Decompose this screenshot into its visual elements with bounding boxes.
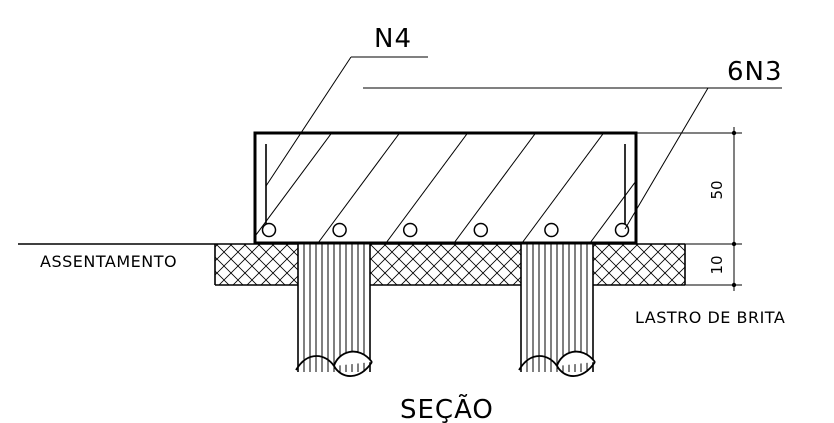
rebar-circle	[261, 222, 277, 238]
longitudinal-bars	[261, 222, 630, 238]
hatch-line	[317, 133, 401, 243]
leader-6n3	[363, 87, 782, 230]
hatch-line	[589, 180, 636, 243]
hatch-line	[453, 133, 537, 243]
dimension-lines	[636, 127, 742, 291]
label-n4: N4	[374, 24, 412, 54]
rebar-circle	[544, 222, 559, 238]
label-6n3: 6N3	[727, 57, 783, 87]
rebar-circle	[332, 222, 347, 238]
beam-hatch	[255, 88, 834, 243]
leader-n4	[265, 56, 428, 187]
rebar-circle	[402, 222, 418, 238]
label-secao: SEÇÃO	[400, 393, 494, 423]
rebar-circle	[473, 222, 489, 238]
stirrup-n4	[265, 144, 626, 232]
beam-outline	[253, 131, 638, 245]
hatch-line	[794, 88, 834, 243]
hatch-line	[726, 88, 834, 243]
pile	[517, 244, 597, 395]
hatch-line	[385, 133, 469, 243]
pile-break-lobe	[556, 350, 596, 367]
dim-label-10: 10	[708, 255, 726, 274]
hatch-line	[658, 88, 773, 243]
piles-group	[294, 244, 597, 395]
rebar-circle	[614, 222, 630, 238]
hatch-line	[521, 133, 605, 243]
dim-label-50: 50	[708, 180, 726, 199]
beam-section	[253, 88, 834, 245]
gravel-layer	[214, 244, 686, 286]
pile-break-lobe	[333, 350, 373, 367]
hatch-line	[255, 133, 333, 238]
label-lastro: LASTRO DE BRITA	[635, 308, 785, 327]
pile	[294, 244, 374, 395]
label-assentamento: ASSENTAMENTO	[40, 252, 177, 271]
